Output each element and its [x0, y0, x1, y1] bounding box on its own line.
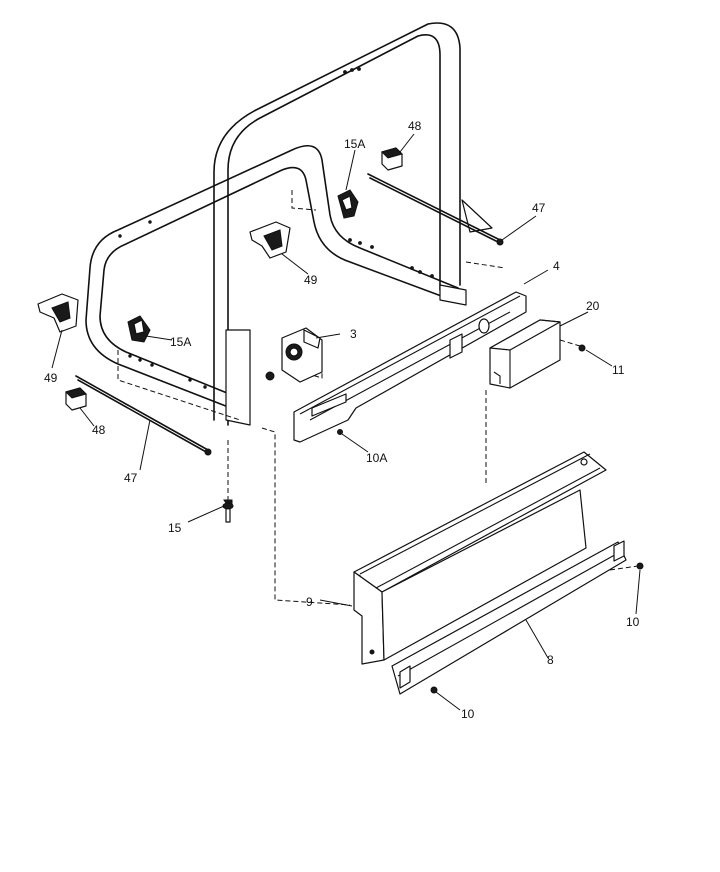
label-48-left: 48 — [92, 423, 106, 437]
label-11: 11 — [612, 363, 625, 377]
part-11-screw — [578, 344, 586, 352]
label-9: 9 — [306, 595, 313, 609]
label-48-top: 48 — [408, 119, 422, 133]
label-49-left: 49 — [44, 371, 58, 385]
label-47-right: 47 — [532, 201, 546, 215]
alignment-lines — [117, 190, 639, 606]
part-47-rod-right — [367, 173, 504, 246]
part-47-rod-left — [75, 375, 212, 456]
label-47-left: 47 — [124, 471, 138, 485]
label-10-bottom: 10 — [461, 707, 475, 721]
part-48-bumper-left — [65, 387, 87, 411]
rail-holes — [118, 67, 434, 389]
part-49-bracket-right — [249, 221, 291, 259]
part-15A-roller-clip-left — [127, 315, 151, 343]
part-4-mounting-rail — [293, 291, 527, 443]
label-20: 20 — [586, 299, 600, 313]
part-20-channel-cover — [489, 319, 561, 389]
part-labels: 3 4 8 9 10 10 10A 11 15 15A 15A 20 47 47… — [44, 119, 640, 721]
part-49-bracket-left — [37, 293, 79, 333]
label-10-right: 10 — [626, 615, 640, 629]
part-15A-roller-clip-top — [337, 189, 359, 219]
label-8: 8 — [547, 653, 554, 667]
label-4: 4 — [553, 259, 560, 273]
label-10A: 10A — [366, 451, 387, 465]
rack-frame — [85, 22, 493, 426]
part-10-screws — [430, 562, 644, 694]
leader-lines — [51, 133, 641, 711]
part-3-valve-assembly — [265, 327, 323, 383]
label-49-right: 49 — [304, 273, 318, 287]
part-48-bumper-top — [381, 147, 403, 171]
label-15A-left: 15A — [170, 335, 191, 349]
label-15: 15 — [168, 521, 182, 535]
part-8-toe-kick-panel — [391, 540, 627, 695]
label-3: 3 — [350, 327, 357, 341]
part-9-kickplate-bracket — [353, 451, 607, 665]
label-15A-top: 15A — [344, 137, 365, 151]
part-15-leveling-leg — [222, 499, 234, 523]
